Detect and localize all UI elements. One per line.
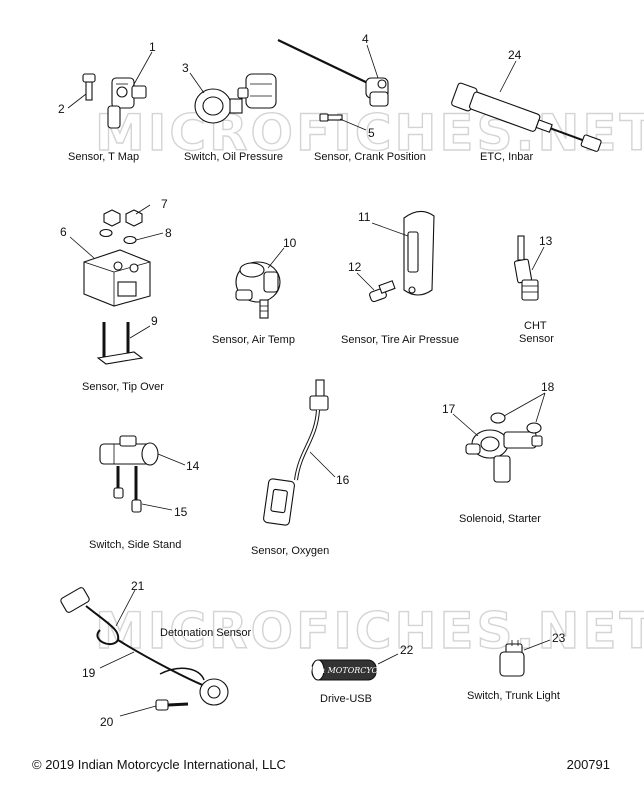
callout-9: 9 <box>151 314 158 328</box>
watermark-top: MICROFICHES.NET <box>95 104 644 162</box>
callout-16: 16 <box>336 473 350 487</box>
crank-screw-drawing <box>319 113 343 122</box>
part-sensor-t-map: 1 2 Sensor, T Map <box>58 40 156 163</box>
oxygen-sensor-drawing <box>263 379 329 526</box>
caption-switch-oil-pressure: Switch, Oil Pressure <box>184 151 283 163</box>
caption-sensor-oxygen: Sensor, Oxygen <box>251 545 329 557</box>
callout-1: 1 <box>149 40 156 54</box>
tip-over-nuts-drawing <box>99 209 143 245</box>
caption-sensor-crank-position: Sensor, Crank Position <box>314 151 426 163</box>
t-map-sensor-drawing <box>107 77 147 129</box>
tip-over-bracket-drawing <box>96 322 144 365</box>
callout-24: 24 <box>508 48 522 62</box>
callout-18: 18 <box>541 380 555 394</box>
starter-caps-drawing <box>490 412 542 434</box>
part-sensor-oxygen: 16 Sensor, Oxygen <box>251 379 350 557</box>
callout-21: 21 <box>131 579 145 593</box>
callout-4: 4 <box>362 32 369 46</box>
crank-sensor-drawing <box>277 39 389 107</box>
callout-2: 2 <box>58 102 65 116</box>
caption-drive-usb: Drive-USB <box>320 693 372 705</box>
callout-3: 3 <box>182 61 189 75</box>
part-sensor-tire-pressure: 11 12 Sensor, Tire Air Pressue <box>341 210 459 346</box>
part-sensor-air-temp: 10 Sensor, Air Temp <box>212 236 297 346</box>
copyright-notice: © 2019 Indian Motorcycle International, … <box>32 757 286 772</box>
side-stand-switch-drawing <box>99 435 159 466</box>
tire-pressure-sensor-drawing <box>403 210 435 296</box>
callout-19: 19 <box>82 666 96 680</box>
caption-sensor-t-map: Sensor, T Map <box>68 151 139 163</box>
part-drive-usb: Indian MOTORCYCLE 22 Drive-USB <box>298 643 414 705</box>
callout-22: 22 <box>400 643 414 657</box>
callout-6: 6 <box>60 225 67 239</box>
usb-drive-drawing: Indian MOTORCYCLE <box>298 659 389 681</box>
cht-sensor-drawing <box>513 235 539 301</box>
callout-23: 23 <box>552 631 566 645</box>
caption-solenoid-starter: Solenoid, Starter <box>459 513 541 525</box>
part-switch-trunk-light: 23 Switch, Trunk Light <box>467 631 566 702</box>
tip-over-sensor-drawing <box>83 249 151 307</box>
detonation-sensor-drawing <box>60 587 229 706</box>
caption-sensor-tire-air-pressue: Sensor, Tire Air Pressue <box>341 334 459 346</box>
watermark-bottom: MICROFICHES.NET <box>95 602 644 660</box>
air-temp-sensor-drawing <box>235 261 281 319</box>
callout-10: 10 <box>283 236 297 250</box>
caption-etc-inbar: ETC, Inbar <box>480 151 534 163</box>
part-detonation-sensor: 21 19 20 Detonation Sensor <box>60 579 251 729</box>
t-map-screw-drawing <box>82 73 96 101</box>
diagram-number: 200791 <box>566 757 610 772</box>
part-solenoid-starter: 18 17 Solenoid, Starter <box>442 380 555 525</box>
etc-inbar-drawing <box>451 82 602 152</box>
callout-20: 20 <box>100 715 114 729</box>
oil-pressure-connector-drawing <box>237 73 277 109</box>
callout-7: 7 <box>161 197 168 211</box>
tire-pressure-screw-drawing <box>369 280 396 303</box>
caption-sensor-air-temp: Sensor, Air Temp <box>212 334 295 346</box>
callout-15: 15 <box>174 505 188 519</box>
caption-cht-line-1: CHT <box>524 320 547 332</box>
part-etc-inbar: 24 ETC, Inbar <box>451 48 602 163</box>
detonation-bolt-drawing <box>155 699 189 711</box>
side-stand-bolts-drawing <box>113 466 142 513</box>
caption-cht-line-2: Sensor <box>519 333 554 345</box>
usb-logo-text: Indian MOTORCYCLE <box>298 666 389 675</box>
caption-switch-trunk-light: Switch, Trunk Light <box>467 690 560 702</box>
part-switch-side-stand: 14 15 Switch, Side Stand <box>89 435 200 551</box>
part-sensor-tip-over: 7 8 6 9 Sensor, Tip Over <box>60 197 172 393</box>
oil-pressure-switch-drawing <box>194 88 243 124</box>
starter-solenoid-drawing <box>465 429 543 483</box>
part-cht-sensor: 13 CHT Sensor <box>513 234 554 345</box>
callout-14: 14 <box>186 459 200 473</box>
callout-8: 8 <box>165 226 172 240</box>
caption-sensor-tip-over: Sensor, Tip Over <box>82 381 164 393</box>
part-switch-oil-pressure: 3 Switch, Oil Pressure <box>182 61 283 163</box>
caption-switch-side-stand: Switch, Side Stand <box>89 539 181 551</box>
part-sensor-crank-position: 4 5 Sensor, Crank Position <box>277 32 426 163</box>
callout-5: 5 <box>368 126 375 140</box>
callout-13: 13 <box>539 234 553 248</box>
trunk-light-switch-drawing <box>499 640 525 677</box>
callout-17: 17 <box>442 402 456 416</box>
callout-11: 11 <box>358 210 371 224</box>
callout-12: 12 <box>348 260 362 274</box>
caption-detonation-sensor: Detonation Sensor <box>160 627 251 639</box>
